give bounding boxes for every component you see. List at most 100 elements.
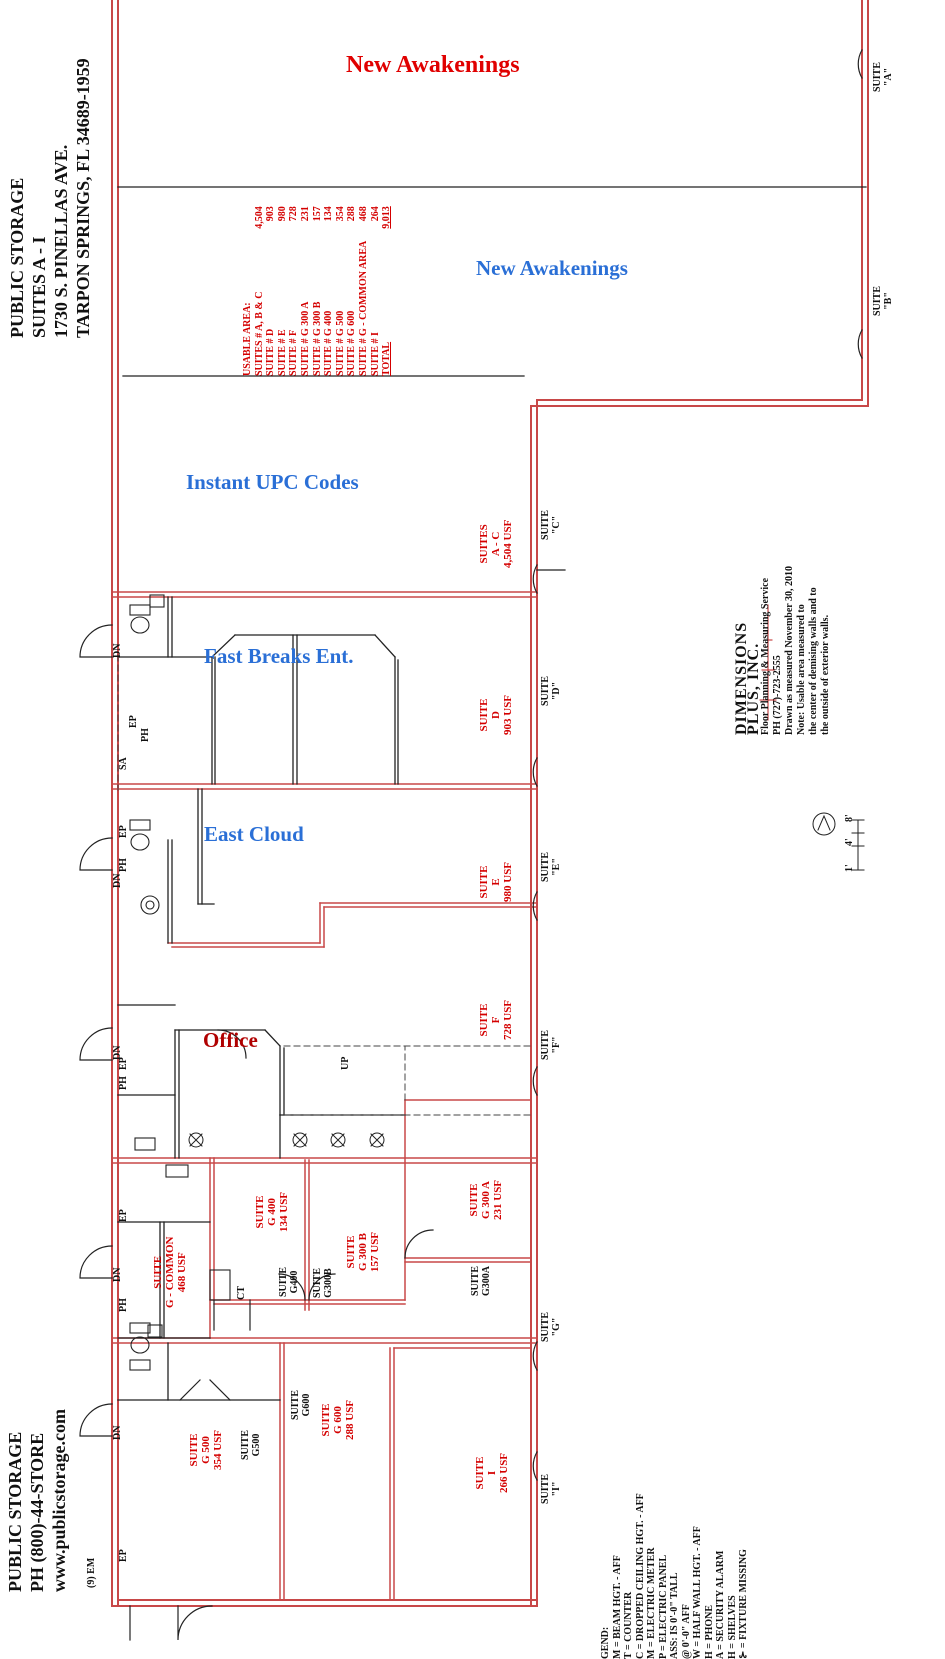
- fixture-ct: CT: [236, 1286, 247, 1300]
- suite-area-g300a: SUITE G 300 A 231 USF: [468, 1180, 504, 1220]
- door-label-suite-b: SUITE "B": [872, 286, 894, 316]
- door-label-line: "I": [551, 1481, 562, 1497]
- door-label-line: SUITE: [872, 285, 883, 316]
- fixture-sa: SA: [118, 757, 129, 770]
- door-label-suite-g: SUITE "G": [540, 1312, 562, 1342]
- door-label-g600: SUITE G600: [290, 1390, 312, 1420]
- header-line: PUBLIC STORAGE: [7, 177, 27, 338]
- right-door-swings: [179, 49, 863, 1481]
- tenant-label-fast-breaks: Fast Breaks Ent.: [204, 644, 354, 668]
- header-line: SUITES A - I: [29, 236, 49, 338]
- usable-row-value: 468: [357, 206, 369, 222]
- legend-title: GEND:: [600, 1626, 611, 1659]
- door-label-line: SUITE: [540, 1473, 551, 1504]
- left-door-swings: [79, 624, 213, 1641]
- usable-row-value: 288: [346, 206, 358, 222]
- usable-row-value: 728: [288, 206, 300, 222]
- suite-area-line: F: [490, 1016, 502, 1024]
- door-label-line: G300A: [481, 1266, 492, 1296]
- fixture-ph: PH: [118, 1298, 129, 1312]
- suite-area-i: SUITE I 266 USF: [474, 1453, 510, 1493]
- door-label-suite-c: SUITE "C": [540, 510, 562, 540]
- fixture-dn: DN: [112, 643, 123, 658]
- tenant-label-instant-upc-codes: Instant UPC Codes: [186, 470, 359, 494]
- door-label-line: "A": [883, 67, 894, 87]
- usable-row-label: SUITE # D: [265, 328, 277, 376]
- fixture-up: UP: [340, 1056, 351, 1070]
- company-note: the center of demising walls and to: [808, 587, 819, 735]
- door-label-suite-d: SUITE "D": [540, 676, 562, 706]
- suite-area-line: 157 USF: [369, 1231, 381, 1272]
- legend-line: @ 0'-0" AFF: [680, 1604, 692, 1659]
- company-note: Note: Usable area measured to: [796, 604, 807, 735]
- suite-area-line: SUITE: [468, 1183, 480, 1217]
- fixture-em: (9) EM: [86, 1557, 97, 1588]
- suite-area-line: SUITE: [152, 1255, 164, 1289]
- usable-row-label: SUITE # E: [276, 329, 288, 376]
- door-label-line: SUITE: [540, 675, 551, 706]
- suite-area-line: E: [490, 878, 502, 886]
- usable-row-label: SUITES # A, B & C: [253, 291, 265, 376]
- suite-area-line: SUITE: [478, 1003, 490, 1037]
- suite-area-line: G 300 A: [480, 1181, 492, 1219]
- fixture-ep: EP: [118, 1209, 129, 1222]
- door-label-line: SUITE: [240, 1429, 251, 1460]
- door-label-line: SUITE: [540, 1029, 551, 1060]
- scale-label: 1': [844, 864, 855, 872]
- suite-area-line: G 500: [200, 1436, 212, 1464]
- interior-partitions: [117, 596, 406, 1401]
- door-label-line: "B": [883, 292, 894, 310]
- fixture-ep: EP: [118, 825, 129, 838]
- tenant-label-office: Office: [203, 1028, 258, 1052]
- scale-bar: [851, 819, 865, 871]
- suite-area-g600: SUITE G 600 288 USF: [320, 1400, 356, 1440]
- suite-area-g300b: SUITE G 300 B 157 USF: [345, 1232, 381, 1272]
- usable-row-label: SUITE # G 300 B: [311, 301, 323, 376]
- suite-area-line: SUITE: [254, 1195, 266, 1229]
- suite-area-line: G - COMMON: [164, 1236, 176, 1308]
- legend-line: ASS: IS 0'-0" TALL: [669, 1572, 680, 1659]
- door-label-g300a: SUITE G300A: [470, 1266, 492, 1296]
- fixture-ep: EP: [118, 1057, 129, 1070]
- fixture-ph: PH: [118, 858, 129, 872]
- door-label-g400: SUITE G400: [278, 1267, 300, 1297]
- tenant-label-new-awakenings-top: New Awakenings: [346, 52, 520, 78]
- door-label-line: G500: [251, 1433, 262, 1457]
- door-label-line: "C": [551, 515, 562, 535]
- suite-area-line: 354 USF: [212, 1429, 224, 1470]
- usable-row-label: SUITE # G 300 A: [299, 301, 311, 376]
- bathroom-fixtures: [129, 594, 231, 1371]
- suite-area-line: SUITE: [345, 1235, 357, 1269]
- suite-area-abc: SUITES A - C 4,504 USF: [478, 520, 514, 568]
- tenant-divider-lines: [117, 186, 867, 377]
- door-label-line: SUITE: [872, 61, 883, 92]
- suite-area-g500: SUITE G 500 354 USF: [188, 1430, 224, 1470]
- suite-area-e: SUITE E 980 USF: [478, 862, 514, 902]
- door-label-line: SUITE: [540, 509, 551, 540]
- fixture-dn: DN: [112, 873, 123, 888]
- legend-line: ⊱ = FIXTURE MISSING: [738, 1549, 749, 1659]
- door-label-line: SUITE: [470, 1265, 481, 1296]
- company-service: Floor Planning & Measuring Service: [760, 577, 771, 735]
- suite-area-line: SUITE: [474, 1456, 486, 1490]
- suite-area-line: A - C: [490, 531, 502, 557]
- company-drawn-date: Drawn as measured November 30, 2010: [784, 565, 795, 735]
- usable-row-value: 354: [334, 206, 346, 222]
- legend-line: H = PHONE: [703, 1604, 715, 1659]
- usable-row-value: 157: [311, 206, 323, 222]
- door-label-line: "F": [551, 1036, 562, 1054]
- suite-area-line: 903 USF: [502, 694, 514, 735]
- door-label-suite-i: SUITE "I": [540, 1474, 562, 1504]
- usable-row-value: 231: [299, 206, 311, 222]
- door-label-suite-a: SUITE "A": [872, 62, 894, 92]
- legend-line: W = HALF WALL HGT. - AFF: [692, 1526, 703, 1659]
- legend-block: GEND: M = BEAM HGT. - AFF T = COUNTER C …: [600, 1493, 750, 1659]
- door-label-line: SUITE: [540, 1311, 551, 1342]
- dashed-ceiling-lines: [117, 654, 531, 1116]
- fixture-ph: PH: [118, 1076, 129, 1090]
- company-note: the outside of exterior walls.: [820, 614, 831, 735]
- fixture-dn: DN: [112, 1425, 123, 1440]
- usable-row-value: 903: [265, 206, 277, 222]
- tenant-label-east-cloud: East Cloud: [204, 822, 304, 846]
